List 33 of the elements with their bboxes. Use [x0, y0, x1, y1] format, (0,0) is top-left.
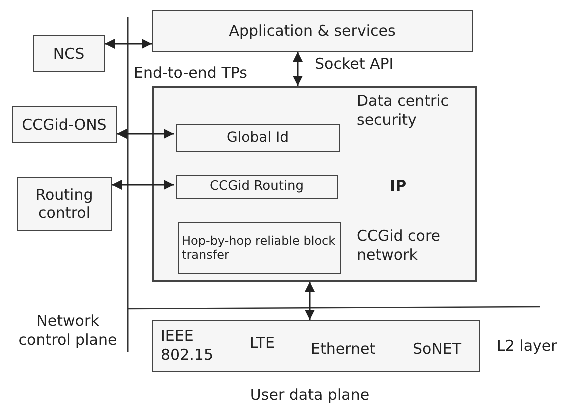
layer-box — [152, 10, 473, 52]
plane-label: Network control plane — [18, 312, 118, 350]
double-arrow — [112, 180, 174, 190]
plane-label: User data plane — [249, 386, 371, 405]
box-text: CCGid core network — [357, 227, 442, 264]
box-text: NCS — [52, 44, 86, 62]
box-text: Routing control — [34, 186, 94, 222]
layer-box — [176, 175, 338, 199]
box-text: SoNET — [413, 340, 462, 359]
box-text: Data centric security — [357, 92, 450, 130]
edge-label: Socket API — [315, 55, 394, 74]
layer-box — [17, 177, 112, 231]
box-text: Application & services — [228, 22, 397, 40]
double-arrow — [105, 39, 152, 49]
layer-box — [33, 35, 105, 72]
box-text: CCGid Routing — [208, 179, 306, 195]
protocol-label: IP — [390, 177, 407, 196]
layer-box — [176, 124, 340, 152]
box-text: Hop-by-hop reliable block transfer — [181, 234, 337, 262]
double-arrow — [117, 129, 174, 139]
box-text: IEEE 802.15 — [161, 327, 214, 364]
box-text: Ethernet — [311, 340, 376, 359]
layer-box — [178, 222, 341, 274]
box-text: LTE — [250, 334, 275, 353]
layer-box — [12, 106, 117, 143]
box-text: CCGid-ONS — [21, 116, 108, 134]
box-text: Global Id — [226, 130, 290, 146]
layer-box — [152, 320, 480, 372]
layer-label: L2 layer — [497, 337, 558, 356]
double-arrow — [293, 52, 303, 86]
network-layer-box — [152, 86, 477, 282]
double-arrow — [305, 282, 315, 320]
plane-label: End-to-end TPs — [134, 64, 248, 83]
